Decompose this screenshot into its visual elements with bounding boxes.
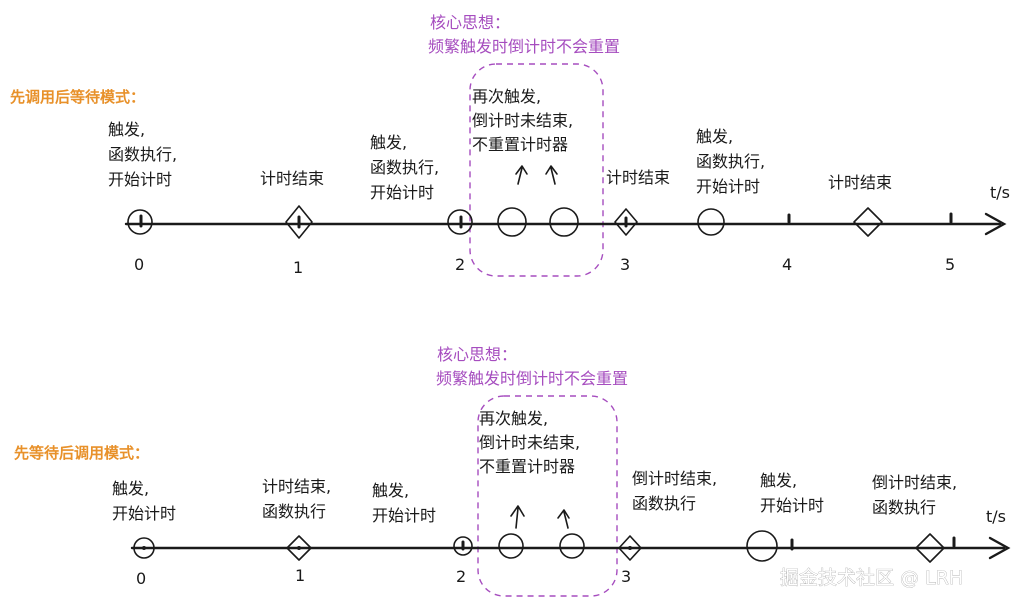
annotation-1-line-2: 函数执行 <box>262 502 326 521</box>
trigger-circle <box>453 536 473 556</box>
tick-label-3: 3 <box>621 567 631 586</box>
box-note-line-1: 再次触发, <box>472 87 541 106</box>
box-note-line-2: 倒计时未结束, <box>479 433 580 452</box>
retrigger-circle <box>549 207 579 237</box>
annotation-2-line-1: 触发, <box>372 481 409 500</box>
tick-label-1: 1 <box>295 566 305 585</box>
trigger-circle <box>697 208 725 236</box>
watermark: 掘金技术社区 @ LRH <box>780 567 963 589</box>
annotation-0-line-2: 函数执行, <box>108 145 177 164</box>
tick-label-1: 1 <box>293 258 303 277</box>
tick-dot <box>628 546 632 550</box>
box-note-line-1: 再次触发, <box>479 409 548 428</box>
timer-end-diamond <box>286 535 312 561</box>
tick-label-0: 0 <box>134 255 144 274</box>
annotation-4-line-1: 触发, <box>760 471 797 490</box>
annotation-0-line-2: 开始计时 <box>112 504 176 523</box>
annotation-1-line-1: 计时结束, <box>262 477 331 496</box>
timer-end-diamond <box>618 535 642 561</box>
arrow-up-2 <box>545 165 558 185</box>
timer-end-diamond <box>614 208 638 236</box>
annotation-2-line-2: 函数执行, <box>370 158 439 177</box>
panel-call-then-wait: 先调用后等待模式： 核心思想： 频繁触发时倒计时不会重置 再次触发, 倒计时未结… <box>10 13 1010 277</box>
mode-title: 先调用后等待模式： <box>10 88 145 106</box>
annotation-0-line-1: 触发, <box>112 479 149 498</box>
core-idea-text: 频繁触发时倒计时不会重置 <box>436 369 628 388</box>
tick-label-2: 2 <box>455 255 465 274</box>
tick-label-0: 0 <box>136 569 146 588</box>
annotation-3-line-2: 函数执行 <box>632 494 696 513</box>
highlight-box <box>477 395 618 597</box>
axis-arrowhead <box>988 536 1011 560</box>
annotation-0-line-1: 触发, <box>108 120 145 139</box>
annotation-2-line-2: 开始计时 <box>372 506 436 525</box>
core-idea-label: 核心思想： <box>437 345 517 364</box>
tick-dot <box>297 546 301 550</box>
annotation-2-line-1: 触发, <box>370 133 407 152</box>
annotation-5-line-2: 函数执行 <box>872 498 936 517</box>
box-note-line-3: 不重置计时器 <box>472 135 568 154</box>
annotation-4-line-1: 触发, <box>696 127 733 146</box>
annotation-3-line-1: 倒计时结束, <box>632 469 717 488</box>
retrigger-circle <box>559 533 585 559</box>
arrow-up-2 <box>557 509 570 529</box>
annotation-4-line-3: 开始计时 <box>696 177 760 196</box>
highlight-box <box>469 63 604 277</box>
annotation-1-line-1: 计时结束 <box>260 169 324 188</box>
trigger-circle <box>127 209 153 235</box>
arrow-up-1 <box>515 165 528 185</box>
arrow-up-1 <box>510 505 525 529</box>
annotation-0-line-3: 开始计时 <box>108 170 172 189</box>
mode-title: 先等待后调用模式： <box>14 444 149 462</box>
trigger-circle <box>746 530 778 562</box>
box-note-line-2: 倒计时未结束, <box>472 111 573 130</box>
trigger-circle <box>133 537 155 559</box>
timer-end-diamond <box>853 207 883 237</box>
retrigger-circle <box>498 533 524 559</box>
timer-end-diamond <box>285 205 313 239</box>
tick-label-4: 4 <box>782 255 792 274</box>
axis-arrowhead <box>984 212 1007 236</box>
tick-label-3: 3 <box>620 255 630 274</box>
box-note-line-3: 不重置计时器 <box>479 457 575 476</box>
tick-label-5: 5 <box>945 255 955 274</box>
annotation-5-line-1: 计时结束 <box>828 173 892 192</box>
retrigger-circle <box>497 207 527 237</box>
panel-wait-then-call: 先等待后调用模式： 核心思想： 频繁触发时倒计时不会重置 再次触发, 倒计时未结… <box>14 345 1011 597</box>
core-idea-text: 频繁触发时倒计时不会重置 <box>428 37 620 56</box>
tick-dot <box>142 546 146 550</box>
annotation-4-line-2: 函数执行, <box>696 152 765 171</box>
annotation-2-line-3: 开始计时 <box>370 183 434 202</box>
timer-end-diamond <box>915 533 945 563</box>
annotation-3-line-1: 计时结束 <box>606 168 670 187</box>
axis-label: t/s <box>990 183 1010 202</box>
annotation-5-line-1: 倒计时结束, <box>872 473 957 492</box>
annotation-4-line-2: 开始计时 <box>760 496 824 515</box>
core-idea-label: 核心思想： <box>430 13 510 32</box>
axis-label: t/s <box>986 507 1006 526</box>
trigger-circle <box>447 209 473 235</box>
tick-label-2: 2 <box>456 567 466 586</box>
